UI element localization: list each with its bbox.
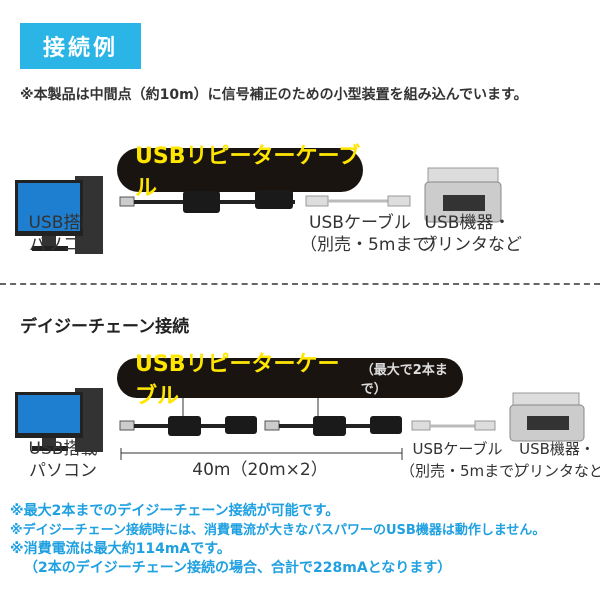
repeater-cable-max: （最大で2本まで） <box>360 363 448 397</box>
repeater-cable-icon-2 <box>264 416 402 436</box>
repeater-cable-icon <box>119 190 295 213</box>
printer-icon <box>509 392 585 442</box>
product-note: ※本製品は中間点（約10m）に信号補正のための小型装置を組み込んでいます。 <box>20 87 528 103</box>
note-4: （2本のデイジーチェーン接続の場合、合計で228mAとなります） <box>24 560 452 576</box>
note-3: ※消費電流は最大約114mAです。 <box>10 541 231 557</box>
pc-label-line1: USB搭載 <box>28 439 98 459</box>
device-label-line2: プリンタなど <box>514 462 600 480</box>
diagram-1 <box>15 167 502 254</box>
section-title-connection-example: 接続例 <box>20 23 141 69</box>
section-divider <box>0 283 600 285</box>
pc-label-line2: パソコン <box>29 461 97 481</box>
pc-label-line1: USB搭載 <box>28 213 98 233</box>
device-label: USB機器・プリンタなど <box>420 212 522 256</box>
usb-cable-icon <box>411 420 496 431</box>
printer-icon <box>424 167 502 223</box>
device-label-line1: USB機器・ <box>424 213 511 233</box>
repeater-cable-label: USBリピーターケーブル <box>117 144 363 201</box>
pc-icon <box>15 176 103 254</box>
repeater-cable-label-2: USBリピーターケーブル （最大で2本まで） <box>117 352 463 409</box>
usb-cable-icon <box>305 195 411 207</box>
device-label-2: USB機器・プリンタなど <box>514 438 600 482</box>
cable-label: USBケーブル（別売・5mまで） <box>300 212 447 256</box>
note-1: ※最大2本までのデイジーチェーン接続が可能です。 <box>10 503 340 519</box>
length-measure-line <box>120 448 403 460</box>
cable-label-line2: （別売・5mまで） <box>400 462 530 480</box>
pc-label-2: USB搭載パソコン <box>18 438 108 482</box>
note-2: ※デイジーチェーン接続時には、消費電流が大きなバスパワーのUSB機器は動作しませ… <box>10 523 546 538</box>
pc-label: USB搭載パソコン <box>18 212 108 256</box>
diagram-2 <box>15 388 585 460</box>
cable-label-line1: USBケーブル <box>412 440 503 458</box>
cable-label-2: USBケーブル （別売・5mまで） <box>400 438 530 482</box>
cable-label-line1: USBケーブル <box>309 213 411 233</box>
device-label-line1: USB機器・ <box>519 440 595 458</box>
device-label-line2: プリンタなど <box>420 235 522 255</box>
repeater-cable-text-2: USBリピーターケーブル <box>135 352 340 409</box>
length-label: 40m（20m×2） <box>192 460 328 480</box>
pc-icon <box>15 388 103 452</box>
section-title-daisy-chain: デイジーチェーン接続 <box>20 317 190 337</box>
repeater-cable-icon-1 <box>119 416 257 436</box>
pc-label-line2: パソコン <box>29 235 97 255</box>
cable-label-line2: （別売・5mまで） <box>300 235 447 255</box>
repeater-cable-text: USBリピーターケーブル <box>135 144 361 201</box>
